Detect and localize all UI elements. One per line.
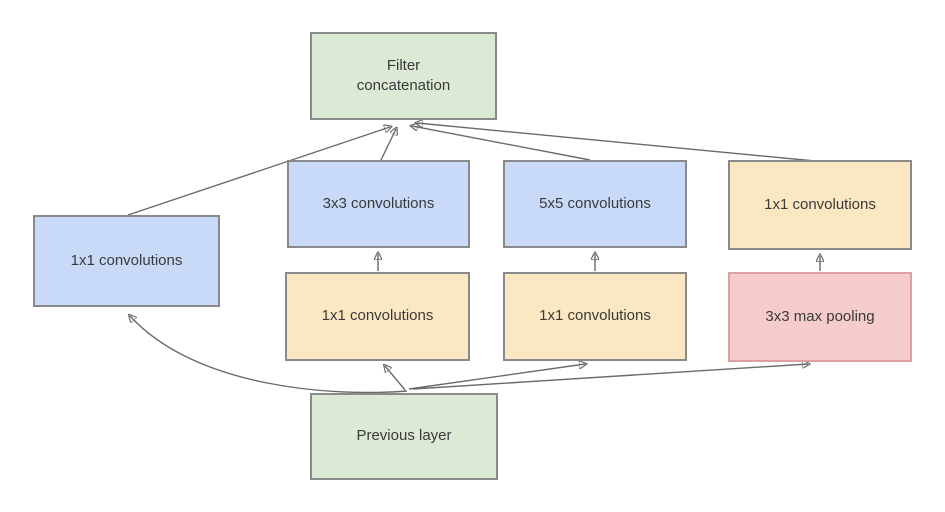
edge-3x3-to-concat	[380, 129, 396, 161]
edge-previous-to-1x1-mid-b	[408, 364, 585, 390]
edge-previous-to-maxpool	[412, 364, 808, 390]
edge-previous-to-1x1-mid-a	[385, 366, 406, 391]
node-1x1-convolutions-left-label: 1x1 convolutions	[70, 251, 183, 269]
node-1x1-convolutions-mid-b-label: 1x1 convolutions	[539, 307, 651, 325]
edge-5x5-to-concat	[412, 126, 591, 161]
node-1x1-convolutions-right-label: 1x1 convolutions	[764, 195, 876, 213]
node-3x3-max-pooling: 3x3 max pooling	[728, 272, 912, 362]
node-3x3-convolutions: 3x3 convolutions	[287, 160, 470, 248]
node-filter-concatenation: Filter concatenation	[310, 32, 497, 120]
node-1x1-convolutions-mid-a: 1x1 convolutions	[285, 272, 470, 361]
node-1x1-convolutions-right: 1x1 convolutions	[728, 160, 912, 250]
node-5x5-convolutions-label: 5x5 convolutions	[539, 194, 651, 212]
node-1x1-convolutions-left: 1x1 convolutions	[33, 215, 220, 307]
node-previous-layer-label: Previous layer	[356, 427, 452, 445]
node-1x1-convolutions-mid-a-label: 1x1 convolutions	[321, 307, 434, 325]
node-previous-layer: Previous layer	[310, 393, 498, 480]
node-filter-concatenation-label: Filter concatenation	[356, 56, 451, 94]
node-3x3-max-pooling-label: 3x3 max pooling	[765, 307, 875, 325]
node-1x1-convolutions-mid-b: 1x1 convolutions	[503, 272, 687, 361]
edge-1x1-right-to-concat	[417, 123, 816, 162]
node-5x5-convolutions: 5x5 convolutions	[503, 160, 687, 248]
node-3x3-convolutions-label: 3x3 convolutions	[322, 194, 435, 212]
